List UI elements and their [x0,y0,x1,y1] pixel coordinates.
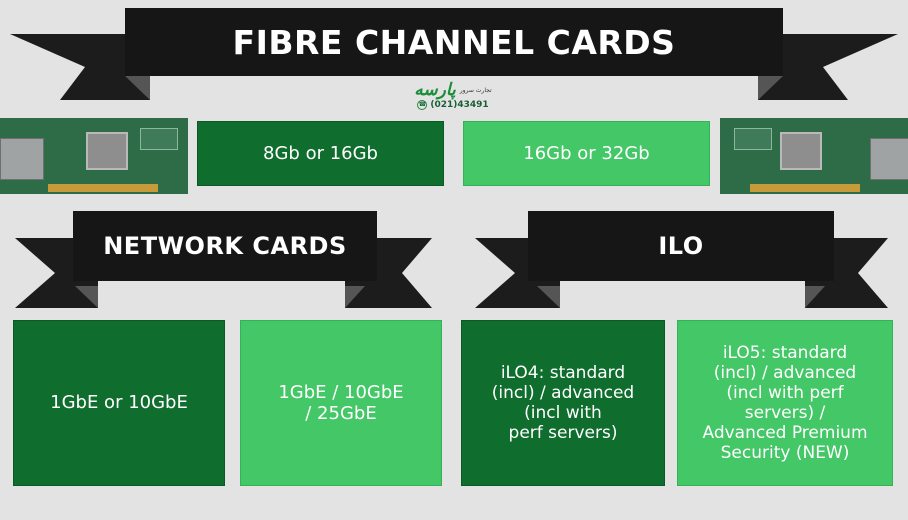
ilo5-line: (incl) / advanced [713,362,857,383]
page-title-banner: FIBRE CHANNEL CARDS [125,8,783,76]
brand-logo-text: پارسه [414,80,456,100]
ilo5-line: iLO5: standard [722,342,848,363]
page-title: FIBRE CHANNEL CARDS [232,22,676,62]
ilo4-line: (incl) / advanced [491,382,635,403]
network-tile-right-line2: / 25GbE [305,403,377,424]
ilo5-line: (incl with perf [726,382,844,403]
network-cards-banner: NETWORK CARDS [73,211,377,281]
ilo4-tile: iLO4: standard (incl) / advanced (incl w… [461,320,665,486]
fibre-card-image-right [720,118,908,194]
phone-number: (021)43491 [430,100,489,110]
ilo5-line: servers) / [744,403,826,423]
ilo5-line: Advanced Premium [702,423,868,444]
fibre-tile-right-label: 16Gb or 32Gb [523,142,650,164]
ilo4-line: (incl with [524,403,602,423]
network-tile-right-line1: 1GbE / 10GbE [278,381,404,403]
fibre-tile-16gb-32gb: 16Gb or 32Gb [463,121,710,186]
brand-tagline: تجارت سرور [459,86,492,94]
ilo-title: ILO [658,232,704,260]
phone-icon: ☎ [417,100,428,110]
ilo5-line: Security (NEW) [720,443,850,464]
header-banner-ribbon [10,34,898,100]
ilo4-line: iLO4: standard [500,362,626,383]
network-tile-1gbe-10gbe: 1GbE or 10GbE [13,320,225,486]
fibre-tile-8gb-16gb: 8Gb or 16Gb [197,121,444,186]
ilo-banner: ILO [528,211,834,281]
network-cards-title: NETWORK CARDS [103,232,347,260]
fibre-tile-left-label: 8Gb or 16Gb [263,142,378,164]
network-tile-1gbe-10gbe-25gbe: 1GbE / 10GbE / 25GbE [240,320,442,486]
ilo4-line: perf servers) [508,423,618,444]
watermark-logo: پارسه تجارت سرور ☎ (021)43491 [412,80,494,118]
network-tile-left-label: 1GbE or 10GbE [50,392,188,414]
ilo5-tile: iLO5: standard (incl) / advanced (incl w… [677,320,893,486]
fibre-card-image-left [0,118,188,194]
